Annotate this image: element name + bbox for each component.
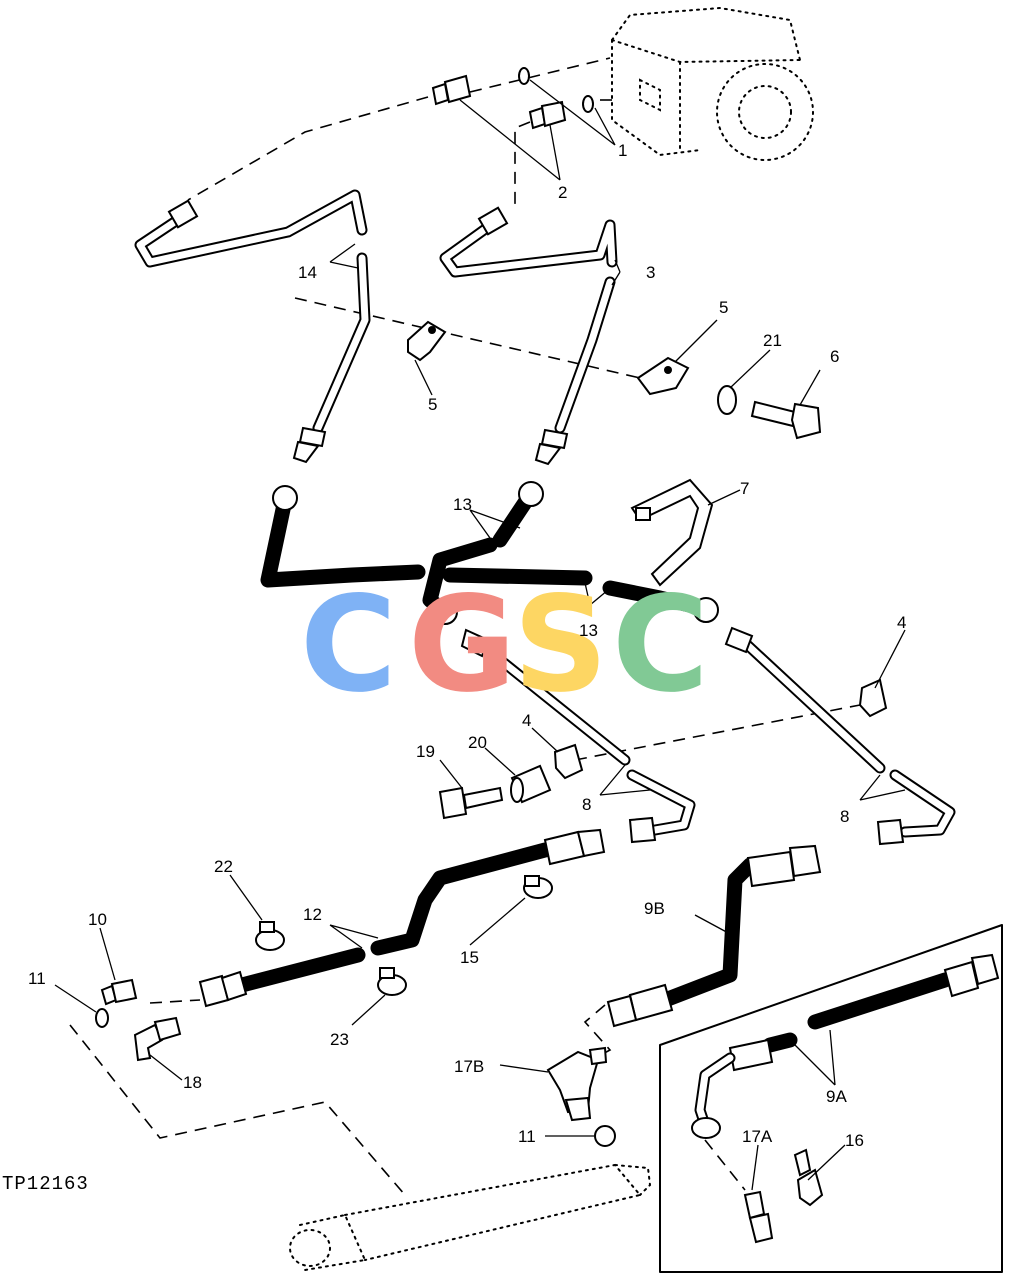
o-ring-1b — [582, 95, 594, 113]
steel-line-14 — [134, 189, 371, 464]
strap-clamp-7 — [630, 478, 714, 587]
callout-11-center: 11 — [518, 1127, 536, 1146]
watermark-logo: C G S C — [300, 568, 709, 722]
hydraulic-cylinder-outline — [289, 1163, 652, 1271]
assembly-lines — [69, 57, 861, 1196]
callout-22: 22 — [214, 857, 233, 876]
hose-13-center — [422, 481, 544, 625]
callout-21: 21 — [763, 331, 782, 350]
callout-15: 15 — [460, 948, 479, 967]
steel-line-8-left — [460, 628, 696, 844]
callout-8-left: 8 — [582, 795, 591, 814]
watermark-letter-2: G — [408, 568, 516, 722]
hose-9a — [691, 953, 1000, 1139]
hose-9b — [606, 844, 822, 1028]
washer-21 — [717, 385, 737, 415]
o-ring-1a — [518, 67, 530, 85]
callout-3: 3 — [646, 263, 655, 282]
fitting-2-right — [528, 100, 567, 130]
callout-1: 1 — [618, 141, 627, 160]
hydraulic-pump-outline — [611, 6, 814, 161]
hose-13-right — [442, 567, 719, 623]
leader-lines — [54, 79, 906, 1191]
hose-12 — [198, 828, 606, 1008]
callout-14: 14 — [298, 263, 317, 282]
callout-20: 20 — [468, 733, 487, 752]
o-ring-11-center — [594, 1125, 616, 1147]
callout-6: 6 — [830, 347, 839, 366]
fitting-2-left — [431, 74, 472, 106]
callout-labels: 1 2 3 14 5 5 21 6 7 13 13 4 4 19 20 8 8 … — [2, 141, 906, 1195]
callout-23: 23 — [330, 1030, 349, 1049]
watermark-letter-1: C — [300, 568, 397, 722]
fitting-17a — [743, 1190, 774, 1244]
clamp-5-right — [636, 356, 690, 396]
hose-clamp-22 — [255, 921, 285, 951]
bolt-19 — [438, 786, 504, 820]
steel-line-8-right — [724, 626, 956, 846]
elbow-fitting-16 — [793, 1148, 824, 1207]
callout-9a: 9A — [826, 1087, 847, 1106]
bolt-6 — [750, 400, 822, 440]
o-ring-11-left — [95, 1008, 109, 1028]
callout-13-bottom: 13 — [579, 621, 598, 640]
callout-2: 2 — [558, 183, 567, 202]
callout-11-left: 11 — [28, 969, 46, 988]
inset-box — [659, 924, 1003, 1273]
callout-10: 10 — [88, 910, 107, 929]
elbow-fitting-18 — [133, 1016, 182, 1062]
elbow-fitting-17b — [546, 1046, 608, 1122]
clip-4-right — [858, 678, 888, 718]
steel-line-3 — [439, 206, 618, 466]
spacer-20 — [510, 764, 552, 804]
clip-4-left — [553, 743, 584, 780]
clamp-5-left — [407, 320, 447, 362]
callout-9b: 9B — [644, 899, 665, 918]
callout-4-right: 4 — [897, 613, 906, 632]
hose-clamp-15 — [523, 875, 553, 899]
callout-16: 16 — [845, 1131, 864, 1150]
watermark-letter-3: S — [513, 568, 608, 722]
callout-5-right: 5 — [719, 298, 728, 317]
fitting-10 — [100, 978, 138, 1006]
callout-8-right: 8 — [840, 807, 849, 826]
watermark-letter-4: C — [612, 568, 709, 722]
callout-17a: 17A — [742, 1127, 773, 1146]
callout-12: 12 — [303, 905, 322, 924]
hose-clamp-23 — [377, 967, 407, 996]
callout-5-left: 5 — [428, 395, 437, 414]
callout-17b: 17B — [454, 1057, 484, 1076]
callout-19: 19 — [416, 742, 435, 761]
callout-13-top: 13 — [453, 495, 472, 514]
figure-code: TP12163 — [2, 1173, 89, 1195]
callout-18: 18 — [183, 1073, 202, 1092]
callout-7: 7 — [740, 479, 749, 498]
hose-13-left — [260, 485, 426, 588]
callout-4-left: 4 — [522, 711, 531, 730]
